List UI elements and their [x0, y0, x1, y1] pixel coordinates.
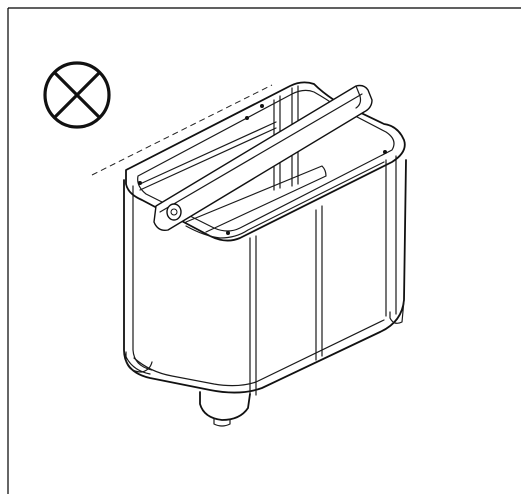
foot-right [389, 299, 405, 324]
prohibited-x-icon [43, 61, 111, 129]
basket-body [123, 81, 407, 427]
foot-left [125, 351, 153, 373]
alignment-guide-line [91, 84, 273, 176]
crossbar-handle [153, 84, 373, 232]
foot-front [199, 391, 251, 421]
